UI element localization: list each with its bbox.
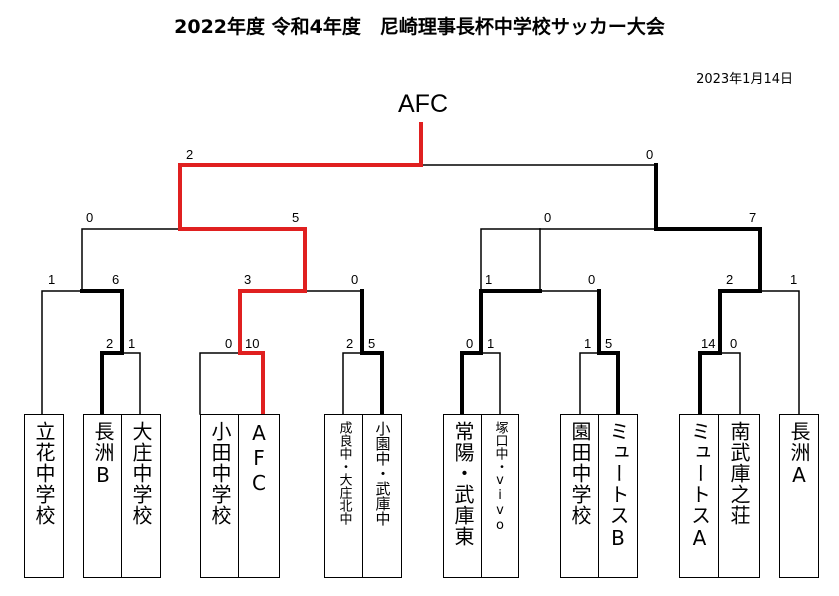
team-box: 園田中学校 [560, 414, 600, 578]
score-r1-4-right: 1 [487, 336, 495, 351]
team-name: 塚口中・vivo [492, 421, 508, 533]
team-name: 長洲B [91, 421, 115, 488]
score-r2-2-left: 3 [244, 272, 252, 287]
bracket-winner-lines [80, 163, 762, 416]
score-r1-6-left: 14 [701, 336, 716, 351]
team-name: ミュートスA [687, 421, 712, 551]
score-r2-1-left: 1 [48, 272, 56, 287]
score-r1-2-left: 0 [225, 336, 233, 351]
tournament-date: 2023年1月14日 [696, 72, 793, 87]
team-name: 小田中学校 [208, 421, 232, 526]
page-title: 2022年度 令和4年度 尼崎理事長杯中学校サッカー大会 [174, 16, 665, 38]
score-r1-2-right: 10 [245, 336, 260, 351]
score-final-left: 2 [186, 147, 194, 162]
team-name: 長洲A [787, 421, 811, 488]
team-box: 常陽・武庫東 [443, 414, 483, 578]
score-r2-1-right: 6 [112, 272, 120, 287]
score-r1-5-left: 1 [584, 336, 592, 351]
team-name: 立花中学校 [32, 421, 56, 526]
score-r2-3-right: 0 [588, 272, 596, 287]
team-box: 長洲A [779, 414, 819, 578]
team-name: 常陽・武庫東 [451, 421, 475, 547]
team-name: 小園中・武庫中 [373, 421, 392, 526]
team-name: 南武庫之荘 [727, 421, 751, 526]
champion-label: AFC [398, 90, 448, 118]
team-box: 長洲B [83, 414, 123, 578]
team-box: 小園中・武庫中 [362, 414, 402, 578]
team-box: 小田中学校 [200, 414, 240, 578]
team-name: 園田中学校 [568, 421, 592, 526]
team-box: 大庄中学校 [121, 414, 161, 578]
team-box: 成良中・大庄北中 [324, 414, 364, 578]
team-box: ミュートスA [679, 414, 720, 578]
score-sf1-left: 0 [86, 210, 94, 225]
score-r2-2-right: 0 [351, 272, 359, 287]
team-name: AFC [247, 421, 271, 496]
score-r2-4-right: 1 [790, 272, 798, 287]
team-box: 塚口中・vivo [481, 414, 519, 578]
team-box: ミュートスB [598, 414, 638, 578]
score-sf2-left: 0 [544, 210, 552, 225]
score-r1-5-right: 5 [605, 336, 613, 351]
bracket-thin-lines [41, 164, 800, 415]
score-r1-4-left: 0 [466, 336, 474, 351]
score-sf1-right: 5 [292, 210, 300, 225]
champion-path [178, 122, 423, 416]
score-r1-3-left: 2 [346, 336, 354, 351]
team-name: 成良中・大庄北中 [336, 421, 352, 525]
team-box: 立花中学校 [24, 414, 64, 578]
score-sf2-right: 7 [749, 210, 757, 225]
score-final-right: 0 [646, 147, 654, 162]
score-r1-1-right: 1 [128, 336, 136, 351]
score-r2-4-left: 2 [726, 272, 734, 287]
team-box: AFC [238, 414, 280, 578]
team-name: ミュートスB [606, 421, 630, 551]
score-r1-1-left: 2 [106, 336, 114, 351]
score-r1-6-right: 0 [730, 336, 738, 351]
team-box: 南武庫之荘 [718, 414, 760, 578]
score-r2-3-left: 1 [485, 272, 493, 287]
team-name: 大庄中学校 [129, 421, 153, 526]
score-r1-3-right: 5 [368, 336, 376, 351]
